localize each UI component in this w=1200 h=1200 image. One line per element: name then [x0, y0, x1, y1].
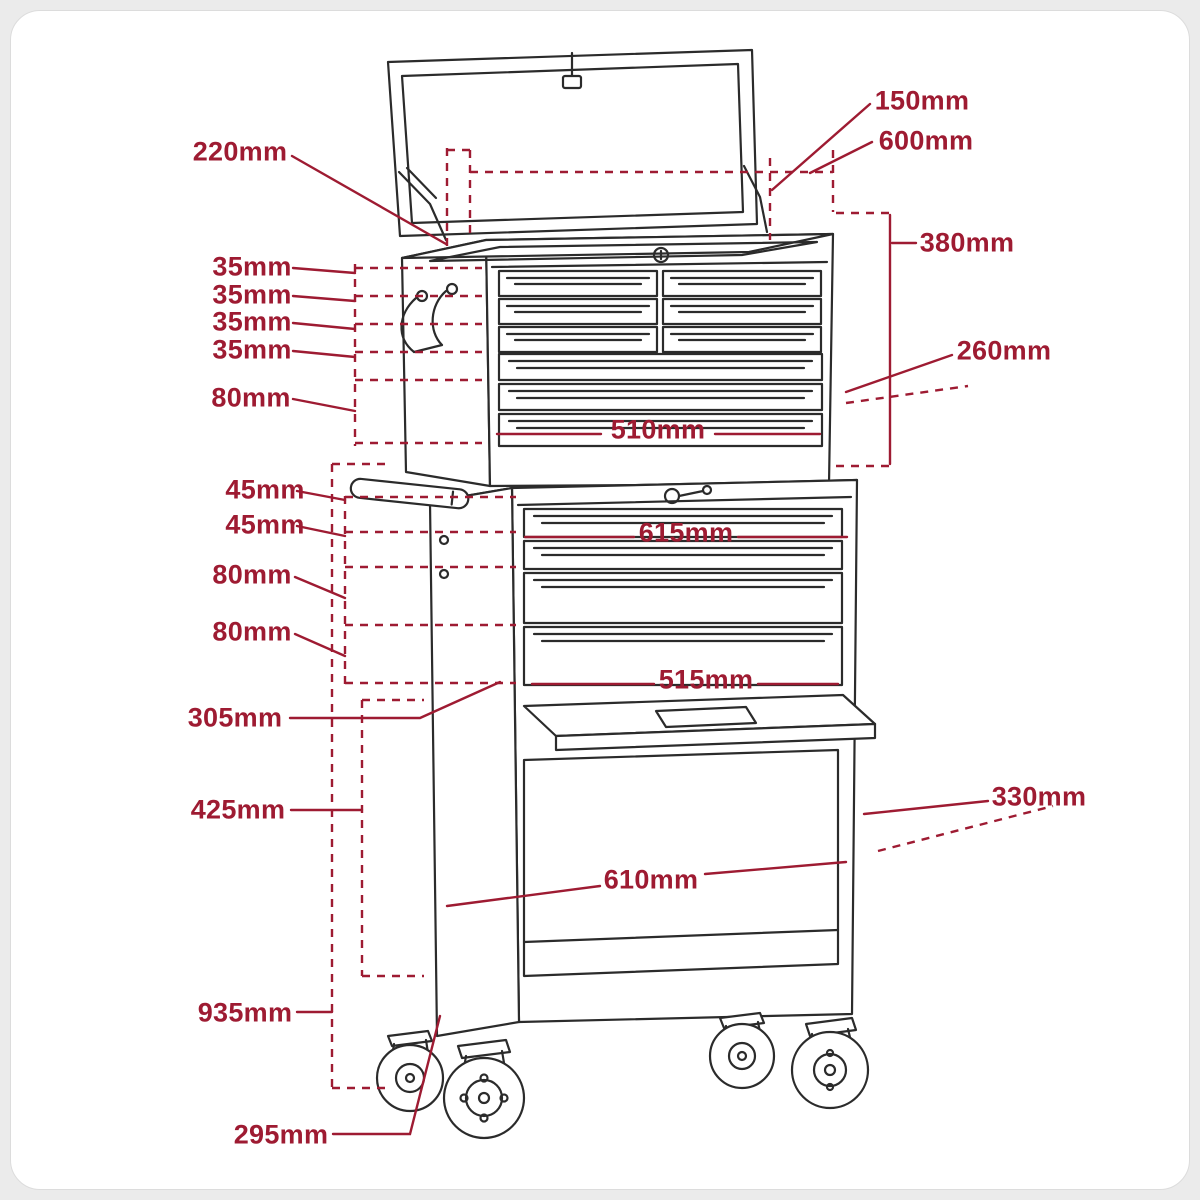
dim-label-935mm: 935mm [197, 997, 293, 1028]
dim-label-510mm: 510mm [610, 414, 706, 445]
dim-label-150mm: 150mm [874, 85, 970, 116]
dim-label-45mm-2: 45mm [225, 509, 305, 540]
dim-label-260mm: 260mm [956, 335, 1052, 366]
dim-label-295mm: 295mm [233, 1119, 329, 1150]
dim-label-80mm-1: 80mm [212, 559, 292, 590]
dim-label-600mm: 600mm [878, 125, 974, 156]
casters [375, 1011, 870, 1140]
caster-back-right [708, 1011, 776, 1090]
push-handle [349, 477, 470, 510]
dim-label-610mm: 610mm [603, 864, 699, 895]
dim-label-45mm-1: 45mm [225, 474, 305, 505]
dim-label-80mm-2: 80mm [212, 616, 292, 647]
rollcab-drawers [522, 507, 844, 687]
rollcab-lock-icon [663, 484, 713, 505]
dimension-lines [288, 102, 1054, 1136]
top-chest [400, 232, 835, 488]
caster-front-right [790, 1016, 870, 1110]
side-carry-handle [400, 282, 459, 354]
open-lid [386, 48, 769, 242]
topchest-small-drawers [497, 269, 823, 354]
topchest-lock-icon [652, 246, 670, 264]
dim-label-35mm-2: 35mm [212, 279, 292, 310]
dim-label-615mm: 615mm [638, 517, 734, 548]
caster-back-left [375, 1029, 445, 1113]
dim-label-35mm-3: 35mm [212, 306, 292, 337]
dim-label-80mm-top: 80mm [211, 382, 291, 413]
slide-out-tray [522, 693, 877, 752]
topchest-wide-drawers [497, 352, 824, 448]
dim-label-330mm: 330mm [991, 781, 1087, 812]
open-compartment [522, 748, 840, 978]
dim-label-515mm: 515mm [658, 664, 754, 695]
dim-label-305mm: 305mm [187, 702, 283, 733]
dim-label-380mm: 380mm [919, 227, 1015, 258]
dim-label-425mm: 425mm [190, 794, 286, 825]
dim-label-35mm-1: 35mm [212, 251, 292, 282]
roller-cabinet [349, 477, 877, 1038]
dim-label-35mm-4: 35mm [212, 334, 292, 365]
dim-label-220mm: 220mm [192, 136, 288, 167]
caster-front-left [442, 1038, 526, 1140]
